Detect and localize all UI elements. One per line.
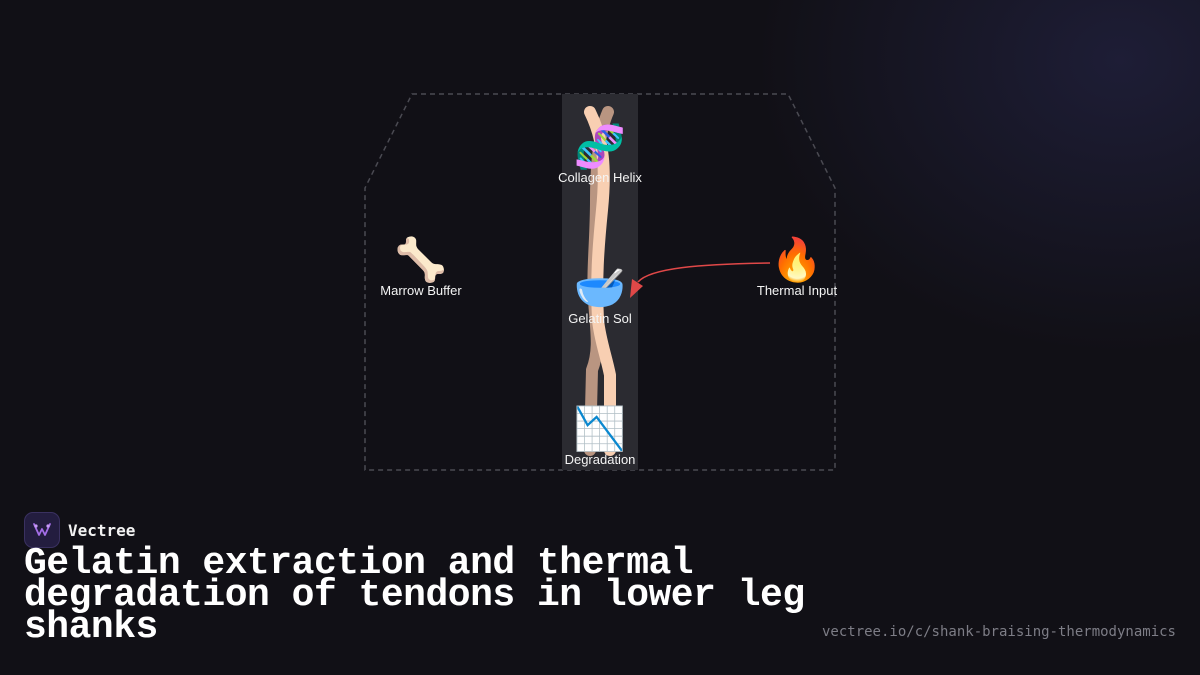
node-label: Collagen Helix: [558, 170, 642, 185]
bowl-icon: 🥣: [573, 263, 627, 312]
thermal-arrow: [637, 262, 771, 283]
node-collagen-helix: 🧬 Collagen Helix: [535, 122, 665, 186]
node-label: Degradation: [564, 452, 636, 467]
node-label: Gelatin Sol: [568, 311, 632, 326]
brand: Vectree: [24, 512, 135, 548]
node-degradation: 📉 Degradation: [535, 404, 665, 468]
node-label: Marrow Buffer: [380, 283, 462, 298]
leg-illustration: [584, 106, 616, 456]
chart-decreasing-icon: 📉: [573, 404, 627, 453]
node-label: Thermal Input: [756, 283, 838, 298]
vectree-logo-icon: [24, 512, 60, 548]
dna-icon: 🧬: [573, 122, 627, 171]
diagram-boundary: [364, 93, 836, 471]
fire-icon: 🔥: [770, 235, 824, 284]
node-gelatin-sol: 🥣 Gelatin Sol: [535, 263, 665, 327]
page-title: Gelatin extraction and thermal degradati…: [24, 542, 805, 649]
arrow-head: [630, 279, 643, 298]
node-thermal-input: 🔥 Thermal Input: [732, 235, 862, 299]
source-url[interactable]: vectree.io/c/shank-braising-thermodynami…: [821, 624, 1176, 640]
brand-name: Vectree: [68, 520, 136, 540]
node-marrow-buffer: 🦴 Marrow Buffer: [356, 235, 486, 299]
bone-icon: 🦴: [394, 235, 448, 284]
